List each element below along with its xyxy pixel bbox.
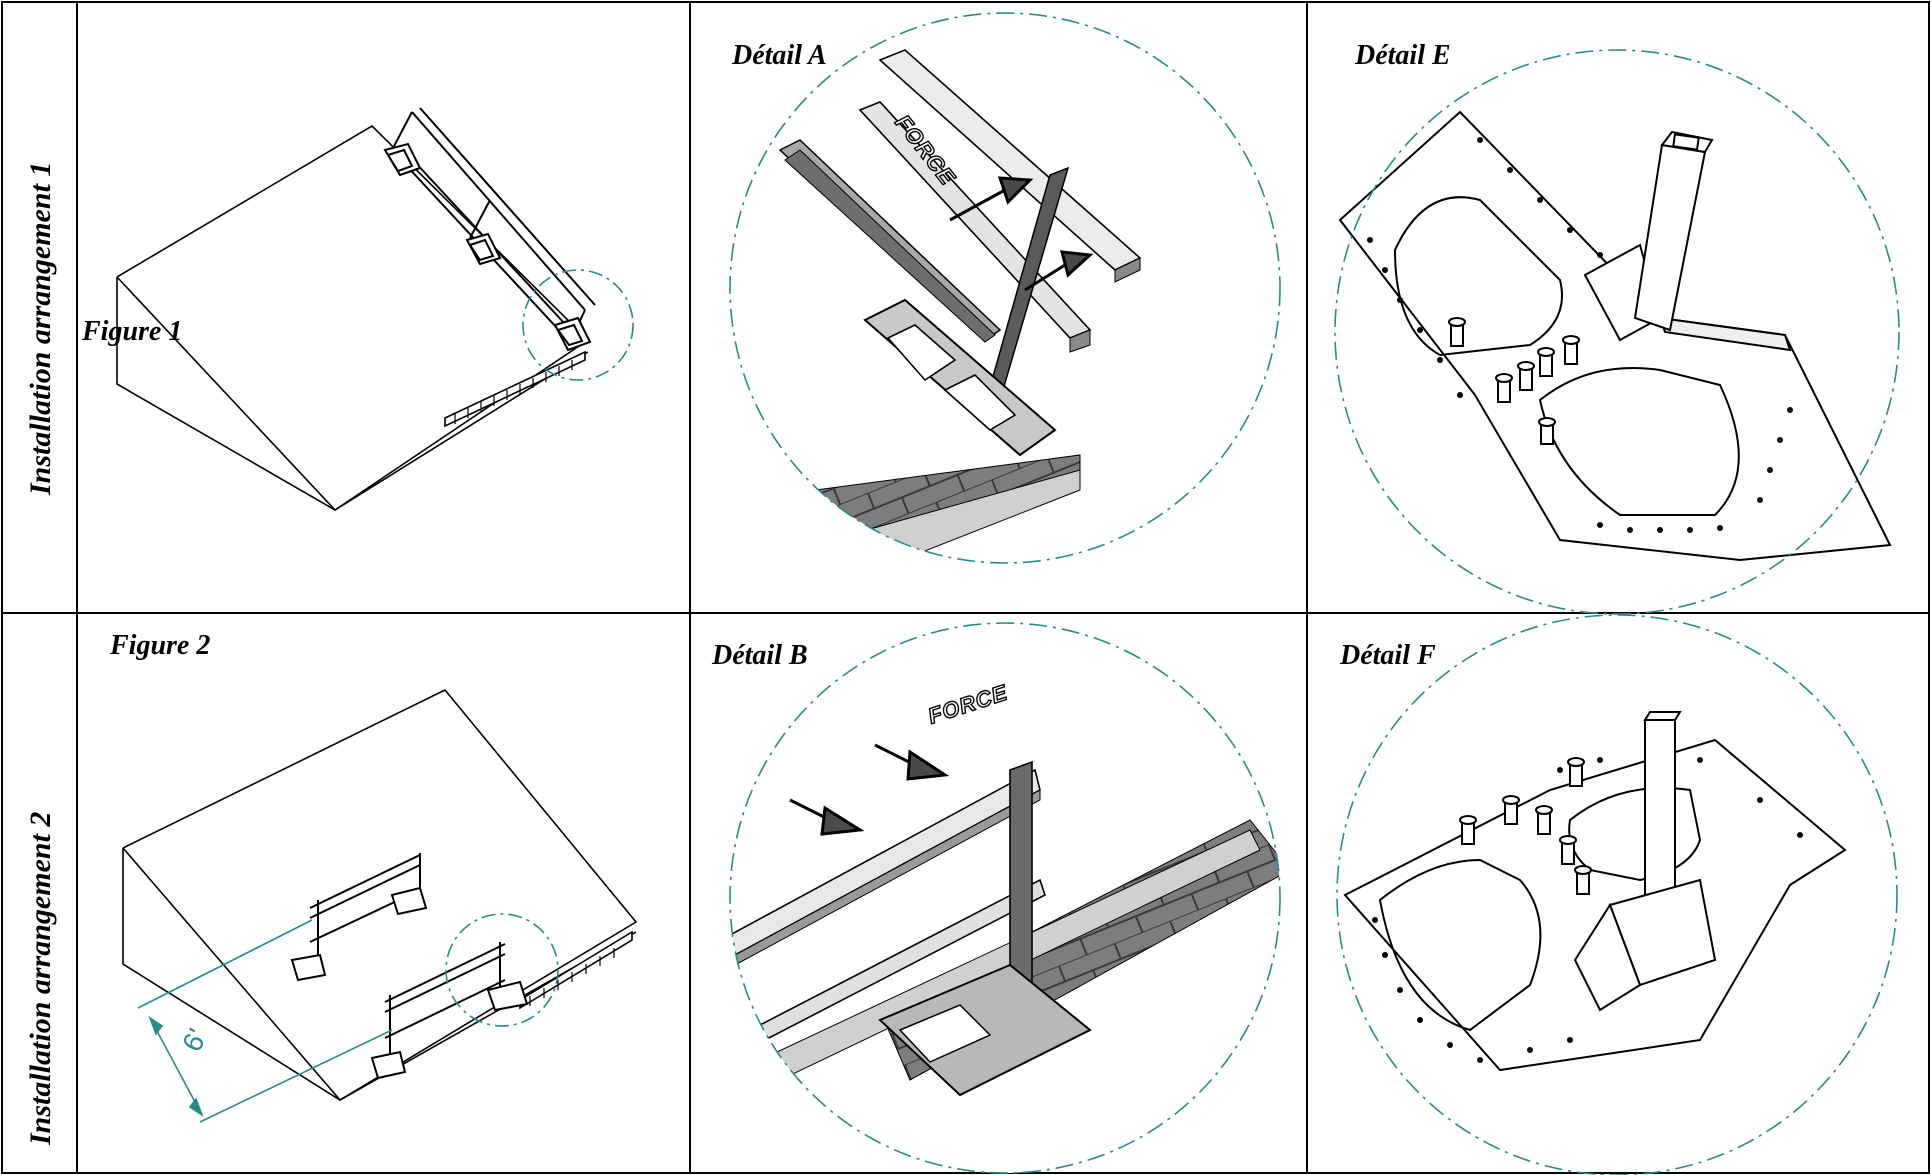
plate-holes-f (1372, 757, 1803, 1063)
figure-2-roof-drawing (122, 689, 638, 1123)
detail-f-drawing (1343, 711, 1847, 1072)
detail-a-drawing (729, 12, 1281, 564)
detail-f-caption: Détail F (1340, 640, 1436, 671)
plate-holes-e (1367, 137, 1793, 533)
row-label-arrangement-1: Installation arrangement 1 (24, 161, 57, 495)
detail-b-circle (729, 622, 1281, 1174)
eave-ruler (444, 350, 586, 428)
force-arrows (949, 176, 1094, 292)
detail-e-drawing (1338, 110, 1892, 562)
detail-e-caption: Détail E (1355, 40, 1451, 71)
eave-ruler-2 (519, 930, 633, 1010)
lower-guardrail (370, 942, 529, 1080)
force-arrows-b (789, 743, 950, 836)
detail-e-circle (1334, 49, 1900, 615)
plate-pins-f (1459, 757, 1592, 895)
detail-a-callout-circle (522, 269, 634, 381)
upper-guardrail (290, 853, 428, 982)
detail-b-caption: Détail B (712, 640, 808, 671)
detail-a-circle (729, 12, 1281, 564)
plate-pins-e (1448, 317, 1580, 445)
detail-f-circle (1336, 614, 1898, 1175)
spacing-dimension (137, 919, 393, 1123)
detail-b-drawing (729, 622, 1281, 1174)
detail-a-caption: Détail A (732, 40, 827, 71)
guardrail-system (383, 107, 596, 352)
figure-1-roof-drawing (116, 107, 634, 511)
row-label-arrangement-2: Installation arrangement 2 (24, 811, 57, 1145)
detail-b-callout-circle (445, 913, 559, 1027)
figure-2-caption: Figure 2 (110, 630, 211, 661)
figure-1-caption: Figure 1 (82, 316, 183, 347)
